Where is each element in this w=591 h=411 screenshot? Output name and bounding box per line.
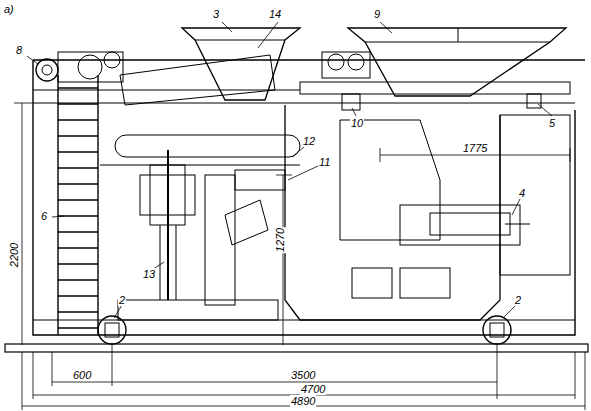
callout-number: 11: [318, 156, 331, 168]
rail: [5, 344, 588, 352]
callout-number: 2: [118, 294, 126, 306]
leader-line: [27, 22, 552, 318]
figure-label: a): [3, 3, 15, 15]
callout-number: 5: [548, 117, 556, 129]
callout-number: 9: [373, 8, 381, 20]
dimension: 1270: [274, 227, 286, 253]
callout-number: 2: [514, 294, 522, 306]
dimension: 3500: [290, 369, 316, 381]
callout-number: 12: [302, 135, 316, 147]
ladder: [58, 75, 98, 335]
dimension: 4890: [290, 395, 316, 407]
hopper: [348, 28, 566, 96]
callout-number: 13: [142, 268, 156, 280]
callout-number: 10: [350, 117, 364, 129]
callout-number: 8: [15, 44, 23, 56]
conveyor: [120, 55, 275, 105]
gearbox: [322, 52, 370, 78]
dimension: 4700: [300, 383, 326, 395]
dimension: 600: [72, 369, 92, 381]
callout-number: 3: [212, 8, 220, 20]
wheel: [98, 316, 511, 344]
frame: [33, 60, 585, 335]
motor: [36, 59, 58, 81]
dimension-line: [14, 103, 585, 410]
dimension: 1775: [462, 142, 488, 154]
callout-number: 6: [40, 210, 48, 222]
callout-number: 14: [268, 8, 282, 20]
dimension: 2200: [8, 242, 20, 268]
rotary-unit: [118, 150, 285, 320]
callout-number: 4: [518, 187, 526, 199]
